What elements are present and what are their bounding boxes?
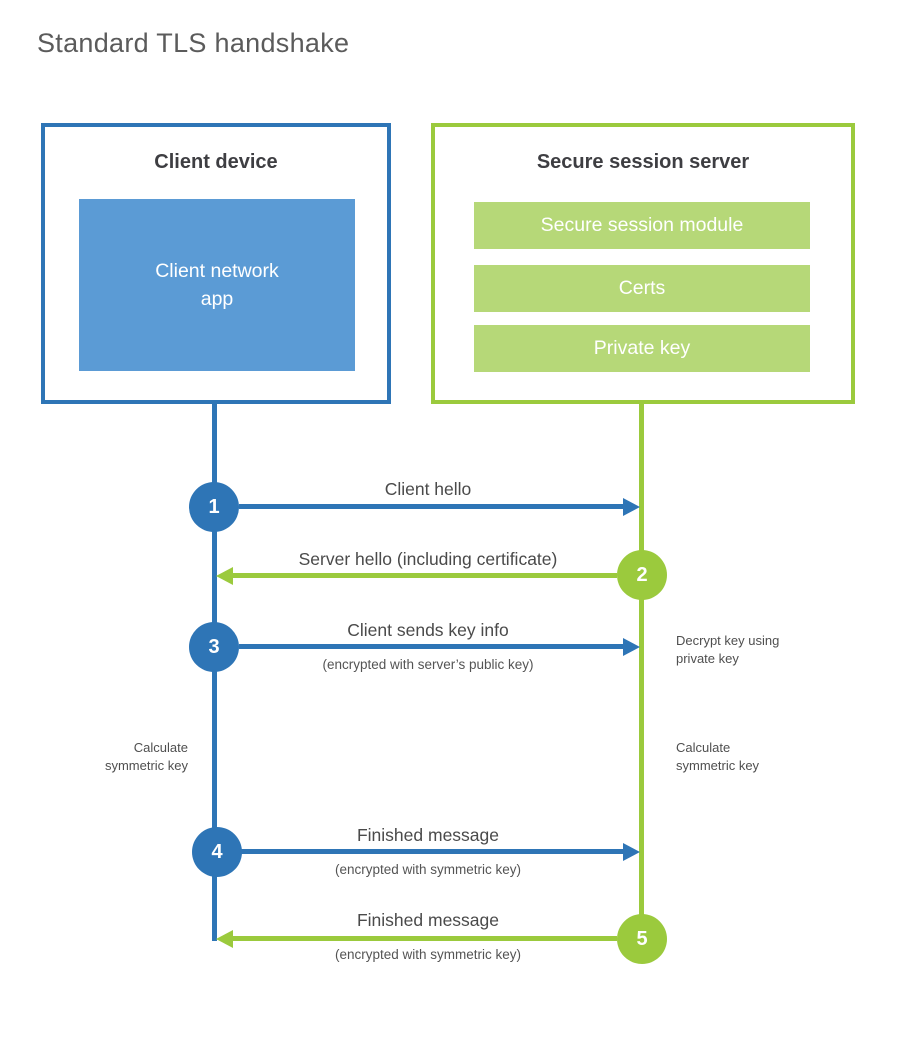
client-device-title: Client device — [154, 151, 278, 173]
calculate-symmetric-key-note-server: Calculate symmetric key — [676, 740, 760, 773]
step-2-label: Server hello (including certificate) — [298, 549, 558, 569]
step-4-label: Finished message — [356, 825, 500, 845]
arrowhead-left-icon — [216, 930, 233, 948]
step-1-badge: 1 — [189, 482, 239, 532]
step-5-label: Finished message — [356, 910, 500, 930]
step-4-arrow-line — [241, 849, 623, 854]
server-lifeline — [639, 404, 644, 941]
client-lifeline — [212, 404, 217, 941]
certs-bar: Certs — [474, 265, 810, 312]
client-device-box: Client device Client network app — [41, 123, 391, 404]
step-2-arrow-line — [233, 573, 617, 578]
arrowhead-right-icon — [623, 843, 640, 861]
page-title: Standard TLS handshake — [37, 28, 350, 58]
step-5-arrow-line — [233, 936, 617, 941]
secure-session-server-title: Secure session server — [536, 151, 750, 173]
step-4-sublabel: (encrypted with symmetric key) — [334, 862, 522, 877]
step-3-sublabel: (encrypted with server’s public key) — [322, 657, 534, 672]
arrowhead-right-icon — [623, 498, 640, 516]
step-1-label: Client hello — [384, 479, 472, 499]
step-1-arrow-line — [239, 504, 623, 509]
step-2-badge: 2 — [617, 550, 667, 600]
private-key-bar: Private key — [474, 325, 810, 372]
step-5-badge: 5 — [617, 914, 667, 964]
step-3-label: Client sends key info — [347, 620, 509, 640]
arrowhead-right-icon — [623, 638, 640, 656]
secure-session-module-bar: Secure session module — [474, 202, 810, 249]
arrowhead-left-icon — [216, 567, 233, 585]
client-network-app-module: Client network app — [79, 199, 355, 371]
step-3-badge: 3 — [189, 622, 239, 672]
step-5-sublabel: (encrypted with symmetric key) — [334, 947, 522, 962]
step-3-arrow-line — [239, 644, 623, 649]
secure-session-server-box: Secure session server Secure session mod… — [431, 123, 855, 404]
calculate-symmetric-key-note-client: Calculate symmetric key — [104, 740, 188, 773]
decrypt-key-note: Decrypt key using private key — [676, 633, 780, 666]
step-4-badge: 4 — [192, 827, 242, 877]
